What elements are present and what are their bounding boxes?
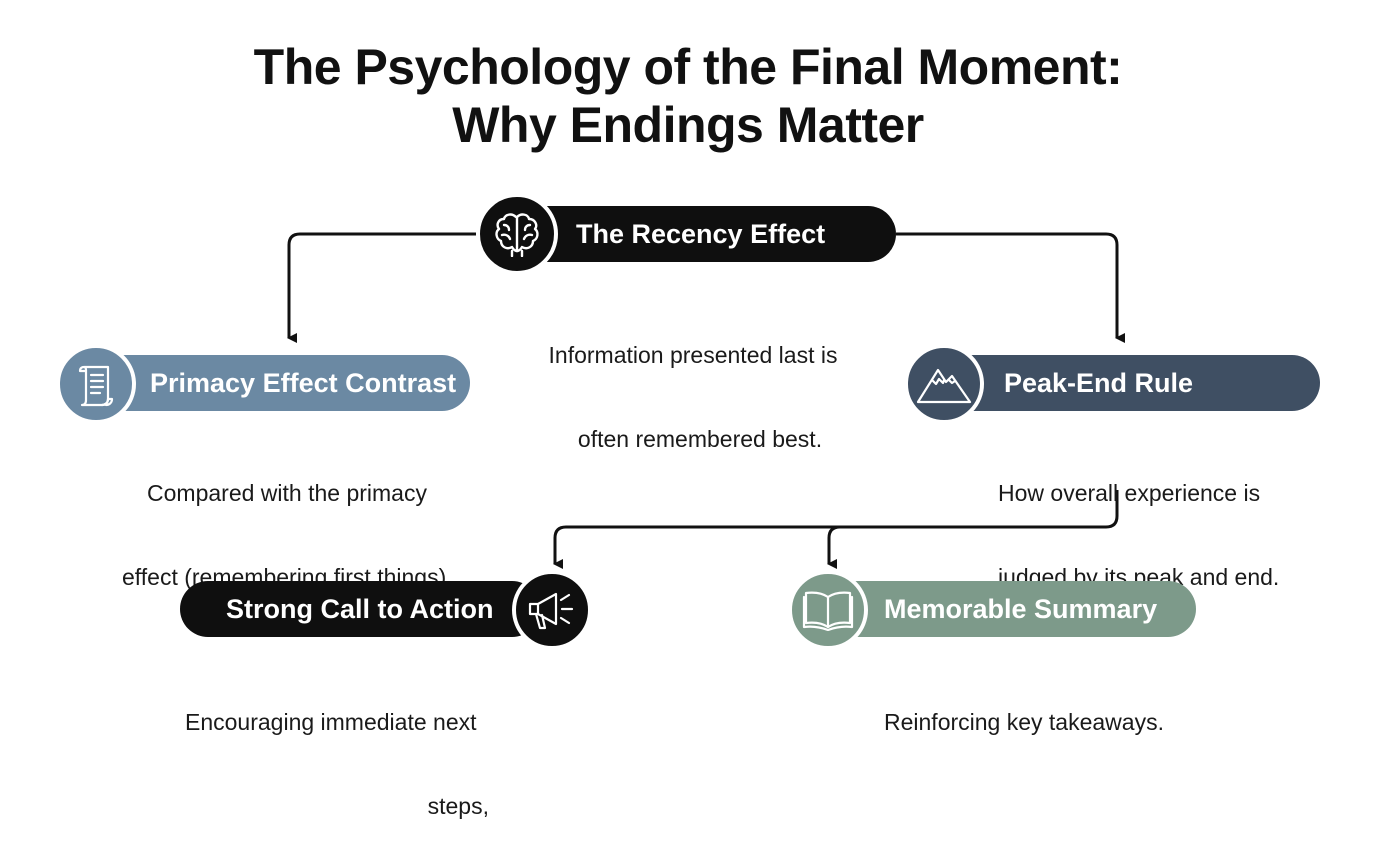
call-to-action-label: Strong Call to Action <box>226 593 494 624</box>
title-line-1: The Psychology of the Final Moment: <box>253 39 1123 95</box>
recency-effect-description: Information presented last is often reme… <box>543 285 843 481</box>
connector-to-summary <box>827 525 841 569</box>
recency-desc-line-2: often remembered best. <box>577 426 823 452</box>
book-icon <box>802 591 854 631</box>
mountain-icon <box>916 368 972 404</box>
primacy-effect-pill: Primacy Effect Contrast <box>70 355 470 411</box>
recency-desc-line-1: Information presented last is <box>548 342 838 368</box>
memorable-summary-label: Memorable Summary <box>884 593 1158 624</box>
primacy-desc-line-1: Compared with the primacy <box>147 480 427 506</box>
memorable-summary-icon-badge <box>788 570 868 650</box>
recency-effect-label: The Recency Effect <box>576 218 826 249</box>
connector-recency-to-primacy <box>287 232 476 343</box>
diagram-title: The Psychology of the Final Moment: Why … <box>0 38 1376 154</box>
peak-end-rule-label: Peak-End Rule <box>1004 367 1194 398</box>
megaphone-icon <box>528 592 574 630</box>
primacy-effect-label: Primacy Effect Contrast <box>150 367 457 398</box>
peak-end-rule-pill: Peak-End Rule <box>920 355 1320 411</box>
title-line-2: Why Endings Matter <box>452 97 924 153</box>
call-to-action-pill: Strong Call to Action <box>180 581 540 637</box>
recency-effect-icon-badge <box>476 193 558 275</box>
call-to-action-icon-badge <box>512 570 592 650</box>
peak-end-rule-icon-badge <box>904 344 984 424</box>
recency-effect-pill: The Recency Effect <box>486 206 896 262</box>
brain-icon <box>495 213 539 257</box>
summary-desc-line-1: Reinforcing key takeaways. <box>884 709 1164 735</box>
peak-desc-line-1: How overall experience is <box>998 480 1261 506</box>
cta-desc-line-1: Encouraging immediate next <box>185 709 477 735</box>
connector-recency-to-peak-end <box>896 232 1125 343</box>
cta-desc-line-2: steps, <box>427 793 489 819</box>
call-to-action-description: Encouraging immediate next steps, <box>185 652 489 848</box>
memorable-summary-description: Reinforcing key takeaways. <box>884 652 1204 764</box>
scroll-icon <box>78 365 114 407</box>
connector-lines <box>287 232 1125 569</box>
primacy-effect-icon-badge <box>56 344 136 424</box>
